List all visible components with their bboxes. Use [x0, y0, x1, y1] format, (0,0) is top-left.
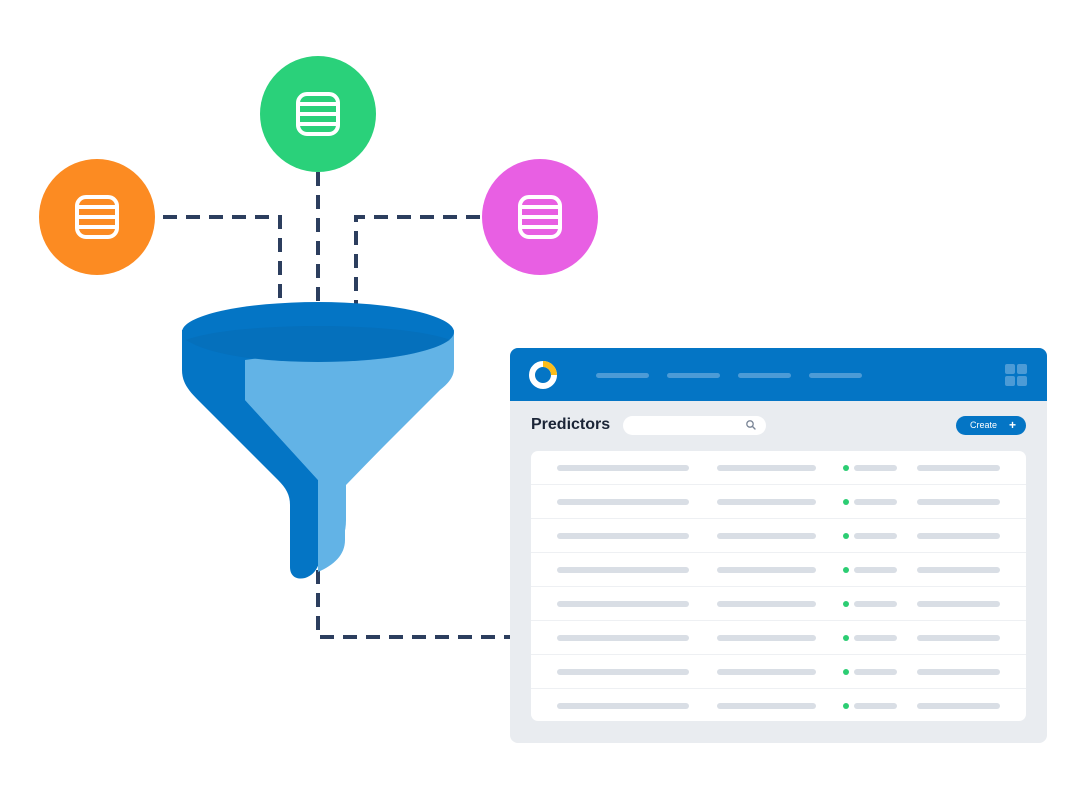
- nav-item-4[interactable]: [809, 373, 862, 378]
- table-cell-placeholder: [557, 669, 689, 675]
- funnel: [182, 302, 454, 579]
- status-dot-icon: [843, 465, 849, 471]
- table-cell-placeholder: [917, 601, 1000, 607]
- table-cell-placeholder: [917, 533, 1000, 539]
- source-nodes: [39, 56, 598, 275]
- search-icon[interactable]: [745, 419, 757, 431]
- table-cell-placeholder: [917, 703, 1000, 709]
- predictors-table: [531, 451, 1026, 721]
- table-row[interactable]: [531, 451, 1026, 485]
- plus-icon: +: [1008, 418, 1016, 432]
- funnel-rim-light: [245, 330, 454, 572]
- search-input[interactable]: [623, 416, 766, 435]
- table-cell-placeholder: [557, 635, 689, 641]
- table-cell-placeholder: [917, 669, 1000, 675]
- app-topbar: [510, 348, 1047, 401]
- status-dot-icon: [843, 601, 849, 607]
- orange-database-node: [39, 159, 155, 275]
- predictors-app-window: Predictors Create +: [510, 348, 1047, 743]
- table-row[interactable]: [531, 587, 1026, 621]
- nav-item-2[interactable]: [667, 373, 720, 378]
- apps-grid-icon[interactable]: [1005, 364, 1027, 386]
- table-row[interactable]: [531, 553, 1026, 587]
- table-cell-placeholder: [854, 465, 897, 471]
- table-row[interactable]: [531, 519, 1026, 553]
- database-icon: [296, 92, 340, 136]
- table-cell-placeholder: [854, 567, 897, 573]
- nav-item-3[interactable]: [738, 373, 791, 378]
- table-cell-placeholder: [557, 533, 689, 539]
- table-row[interactable]: [531, 655, 1026, 689]
- status-dot-icon: [843, 635, 849, 641]
- table-cell-placeholder: [854, 635, 897, 641]
- database-icon: [518, 195, 562, 239]
- magenta-connector: [354, 215, 480, 365]
- status-dot-icon: [843, 703, 849, 709]
- table-cell-placeholder: [854, 669, 897, 675]
- table-cell-placeholder: [854, 499, 897, 505]
- table-row[interactable]: [531, 485, 1026, 519]
- table-row[interactable]: [531, 621, 1026, 655]
- status-dot-icon: [843, 499, 849, 505]
- table-cell-placeholder: [917, 567, 1000, 573]
- table-cell-placeholder: [717, 533, 816, 539]
- table-cell-placeholder: [557, 601, 689, 607]
- funnel-inner-shade: [186, 326, 450, 362]
- app-logo-icon: [529, 361, 557, 389]
- table-cell-placeholder: [717, 499, 816, 505]
- table-cell-placeholder: [557, 703, 689, 709]
- table-cell-placeholder: [717, 465, 816, 471]
- magenta-database-node: [482, 159, 598, 275]
- table-cell-placeholder: [854, 601, 897, 607]
- status-dot-icon: [843, 533, 849, 539]
- nav-item-1[interactable]: [596, 373, 649, 378]
- table-cell-placeholder: [557, 499, 689, 505]
- output-connector: [316, 570, 510, 639]
- table-cell-placeholder: [717, 601, 816, 607]
- table-cell-placeholder: [917, 465, 1000, 471]
- table-cell-placeholder: [854, 533, 897, 539]
- table-cell-placeholder: [717, 635, 816, 641]
- create-button-label: Create: [970, 420, 998, 430]
- table-cell-placeholder: [557, 567, 689, 573]
- table-cell-placeholder: [557, 465, 689, 471]
- table-cell-placeholder: [717, 669, 816, 675]
- table-cell-placeholder: [854, 703, 897, 709]
- table-cell-placeholder: [717, 703, 816, 709]
- green-database-node: [260, 56, 376, 172]
- page-title: Predictors: [531, 416, 611, 433]
- funnel-opening: [182, 302, 454, 362]
- table-cell-placeholder: [717, 567, 816, 573]
- status-dot-icon: [843, 567, 849, 573]
- table-cell-placeholder: [917, 499, 1000, 505]
- table-cell-placeholder: [917, 635, 1000, 641]
- status-dot-icon: [843, 669, 849, 675]
- database-icon: [75, 195, 119, 239]
- create-button[interactable]: Create +: [956, 416, 1026, 435]
- table-row[interactable]: [531, 689, 1026, 723]
